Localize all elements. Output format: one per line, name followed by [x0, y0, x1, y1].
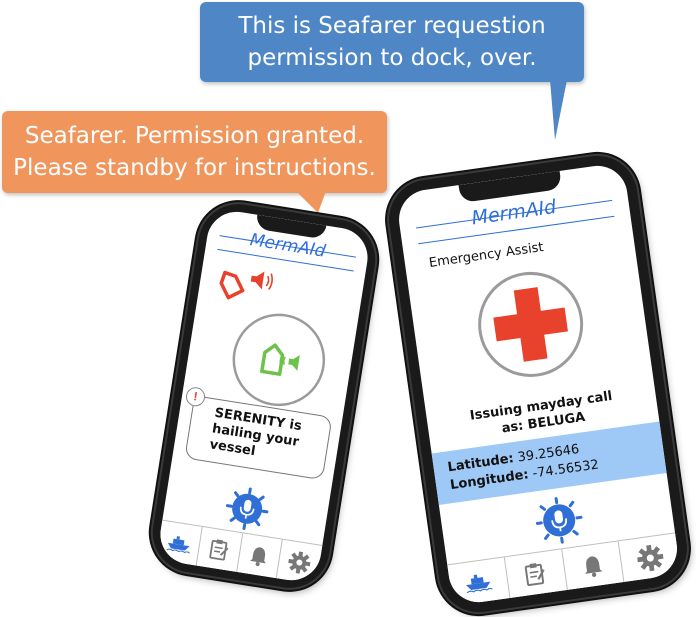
- vessel-speech-tail: [550, 80, 567, 140]
- ship-icon: [166, 536, 190, 554]
- alert-vessel-icon: [219, 270, 245, 300]
- tab-settings[interactable]: [275, 539, 323, 585]
- tab-checklist[interactable]: [503, 549, 567, 600]
- tab-vessel[interactable]: [447, 557, 509, 605]
- tab-alerts[interactable]: [560, 541, 624, 592]
- port-speech-line-1: Seafarer. Permission granted.: [24, 123, 365, 149]
- radar-view: [219, 270, 326, 407]
- hail-message: SERENITY is hailing your vessel: [208, 405, 303, 460]
- clipboard-icon: [524, 563, 545, 586]
- voice-button[interactable]: [222, 484, 272, 534]
- tab-bar: [156, 519, 323, 585]
- alert-exclamation-icon: !: [192, 389, 199, 404]
- right-phone: MermAId Emergency Assist Issuing mayday …: [383, 150, 693, 617]
- ship-icon: [466, 574, 494, 594]
- left-phone: MermAId SERENITY is hailing: [146, 198, 382, 594]
- left-phone-screen: MermAId SERENITY is hailing: [156, 207, 372, 585]
- microphone-icon: [551, 510, 568, 532]
- vessel-speech-bubble: This is Seafarer requestion permission t…: [200, 2, 584, 82]
- screen-title: Emergency Assist: [428, 239, 545, 271]
- own-vessel-icon: [260, 343, 285, 376]
- clipboard-icon: [208, 539, 229, 561]
- speaker-icon: [279, 353, 300, 371]
- port-speech-line-2: Please standby for instructions.: [13, 155, 376, 181]
- gear-icon: [636, 544, 664, 572]
- gear-icon: [288, 551, 311, 574]
- port-speech-bubble: Seafarer. Permission granted. Please sta…: [2, 111, 387, 193]
- vessel-speech-line-2: permission to dock, over.: [247, 45, 537, 71]
- tab-alerts[interactable]: [235, 533, 283, 580]
- tab-checklist[interactable]: [195, 526, 242, 573]
- port-speech-tail: [296, 191, 326, 213]
- siren-speaker-icon: [250, 271, 273, 290]
- microphone-icon: [239, 499, 255, 519]
- red-cross-icon: [493, 287, 568, 362]
- emergency-button[interactable]: [467, 261, 593, 387]
- right-phone-screen: MermAId Emergency Assist Issuing mayday …: [395, 162, 681, 606]
- vessel-speech-line-1: This is Seafarer requestion: [238, 13, 546, 39]
- tab-vessel[interactable]: [156, 521, 201, 567]
- tab-bar: [447, 532, 681, 606]
- voice-button[interactable]: [532, 493, 586, 547]
- bell-icon: [250, 547, 267, 567]
- bell-icon: [585, 556, 603, 577]
- tab-settings[interactable]: [617, 533, 681, 583]
